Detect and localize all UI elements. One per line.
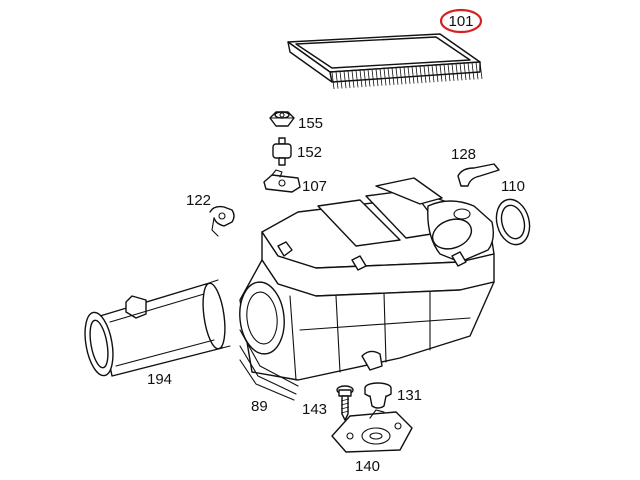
- part-101-highlight-circle: [439, 8, 483, 34]
- label-107: 107: [302, 178, 327, 195]
- filter-pleat: [351, 70, 355, 88]
- filter-pleat: [399, 67, 403, 85]
- bracket-strap-part[interactable]: [457, 163, 500, 187]
- filter-pleat: [455, 63, 459, 81]
- filter-pleat: [447, 64, 451, 82]
- label-131: 131: [397, 387, 422, 404]
- sealing-ring-part[interactable]: [492, 196, 535, 249]
- filter-pleat: [331, 71, 335, 90]
- filter-pleat: [387, 68, 391, 86]
- filter-pleat: [363, 69, 367, 87]
- mounting-plate-part[interactable]: [331, 409, 413, 453]
- filter-pleat: [419, 66, 423, 84]
- label-110: 110: [501, 178, 525, 195]
- filter-pleat: [427, 65, 431, 83]
- filter-pleat: [367, 69, 371, 87]
- filter-pleat: [335, 71, 339, 89]
- filter-pleat: [475, 62, 479, 80]
- bolt-part[interactable]: [336, 385, 354, 421]
- filter-pleat: [347, 70, 351, 88]
- filter-pleat: [407, 66, 411, 84]
- label-128: 128: [451, 146, 476, 163]
- label-155: 155: [298, 115, 323, 132]
- filter-pleat: [415, 66, 419, 84]
- filter-pleat: [459, 63, 463, 81]
- intake-duct-part[interactable]: [81, 279, 231, 378]
- label-152: 152: [297, 144, 322, 161]
- filter-pleat: [479, 61, 483, 80]
- filter-pleat: [383, 68, 387, 86]
- air-filter-element[interactable]: [287, 33, 483, 90]
- filter-pleat: [443, 64, 447, 82]
- filter-pleat: [463, 63, 467, 81]
- filter-pleat: [435, 64, 439, 83]
- label-89: 89: [251, 398, 268, 415]
- filter-pleat: [391, 67, 395, 85]
- label-143: 143: [302, 401, 327, 418]
- rubber-grommet-part[interactable]: [364, 382, 392, 409]
- hose-clamp-part[interactable]: [209, 205, 235, 237]
- label-122: 122: [186, 192, 211, 209]
- filter-pleat: [343, 71, 347, 89]
- rubber-mount-part[interactable]: [272, 137, 292, 166]
- filter-pleat: [439, 64, 443, 82]
- filter-pleat: [431, 65, 435, 83]
- nut-part[interactable]: [269, 111, 295, 127]
- filter-pleat: [379, 68, 383, 86]
- filter-pleat: [451, 63, 455, 81]
- air-filter-housing[interactable]: [236, 177, 495, 401]
- filter-pleat: [359, 70, 363, 88]
- filter-pleat: [467, 62, 471, 80]
- filter-pleat: [339, 71, 343, 89]
- label-101: 101: [448, 13, 473, 30]
- filter-pleat: [423, 65, 427, 83]
- bracket-clip-part[interactable]: [263, 169, 301, 193]
- filter-pleat: [403, 67, 407, 85]
- filter-pleat: [411, 66, 415, 84]
- filter-pleat: [375, 68, 379, 87]
- filter-pleat: [395, 67, 399, 85]
- filter-pleat: [471, 62, 475, 80]
- filter-pleat: [355, 70, 359, 88]
- label-140: 140: [355, 458, 380, 475]
- label-194: 194: [147, 371, 172, 388]
- filter-pleat: [371, 69, 375, 87]
